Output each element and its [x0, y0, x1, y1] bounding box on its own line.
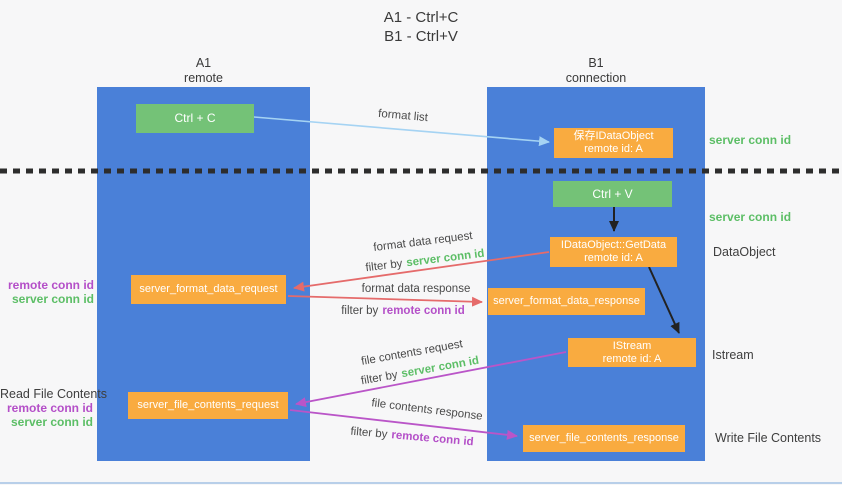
node-idataobject-getdata-line1: IDataObject::GetData: [560, 239, 667, 251]
node-server-format-data-response-label: server_format_data_response: [493, 295, 640, 307]
edge-label-format-data-response: format data response: [361, 283, 471, 295]
node-idataobject-getdata: IDataObject::GetData remote id: A: [550, 237, 677, 267]
filter-key-remote-conn-id: remote conn id: [382, 305, 465, 317]
node-istream-line1: IStream: [612, 339, 652, 352]
lane-header-a1: A1 remote: [97, 56, 310, 86]
diagram-title: A1 - Ctrl+C B1 - Ctrl+V: [0, 8, 842, 46]
lane-a1-name: A1: [195, 56, 212, 70]
node-save-idataobject: 保存IDataObject remote id: A: [554, 128, 673, 158]
annotation-block-format-request: remote conn id server conn id: [0, 278, 94, 306]
node-server-format-data-response: server_format_data_response: [488, 288, 645, 315]
filter-key-server-conn-id: server conn id: [405, 247, 486, 270]
lane-b1-role: connection: [565, 71, 627, 85]
annotation-server-conn-id-mid: server conn id: [709, 210, 792, 224]
lane-header-b1: B1 connection: [487, 56, 705, 86]
node-ctrl-c: Ctrl + C: [136, 104, 254, 133]
node-istream: IStream remote id: A: [568, 338, 696, 367]
annotation-dataobject: DataObject: [713, 245, 776, 259]
filter-key-remote-conn-id: remote conn id: [390, 429, 475, 449]
node-server-file-contents-response: server_file_contents_response: [523, 425, 685, 452]
edge-label-format-list: format list: [377, 107, 429, 125]
filter-by-text: filter by: [360, 369, 399, 388]
node-server-file-contents-response-label: server_file_contents_response: [529, 432, 679, 444]
annotation-server-conn-id-left-top: server conn id: [11, 292, 94, 306]
lane-b1-name: B1: [588, 56, 604, 70]
window-bottom-edge: [0, 482, 842, 484]
annotation-server-conn-id-top: server conn id: [709, 133, 792, 147]
node-server-format-data-request-label: server_format_data_request: [139, 283, 278, 295]
filter-by-text: filter by: [364, 257, 404, 275]
annotation-remote-conn-id-top: remote conn id: [7, 278, 94, 292]
annotation-block-file-request: Read File Contents remote conn id server…: [0, 387, 108, 429]
title-line-2: B1 - Ctrl+V: [384, 28, 458, 45]
annotation-istream: Istream: [712, 348, 754, 362]
node-server-format-data-request: server_format_data_request: [131, 275, 286, 304]
node-istream-line2: remote id: A: [602, 352, 662, 365]
node-ctrl-v: Ctrl + V: [553, 181, 672, 207]
arrow-format-data-response: [287, 295, 483, 307]
annotation-server-conn-id-left-bottom: server conn id: [10, 415, 93, 429]
filter-by-text: filter by: [349, 425, 388, 441]
node-ctrl-c-label: Ctrl + C: [174, 111, 216, 125]
node-ctrl-v-label: Ctrl + V: [592, 186, 633, 201]
node-server-file-contents-request: server_file_contents_request: [128, 392, 288, 419]
filter-by-text: filter by: [341, 305, 379, 317]
edge-label-file-contents-response: file contents response: [370, 397, 484, 423]
annotation-remote-conn-id-bottom: remote conn id: [6, 401, 93, 415]
title-line-1: A1 - Ctrl+C: [383, 9, 459, 26]
annotation-read-file-contents: Read File Contents: [0, 387, 108, 401]
node-save-idataobject-line2: remote id: A: [584, 143, 643, 155]
annotation-write-file-contents: Write File Contents: [715, 431, 822, 445]
node-idataobject-getdata-line2: remote id: A: [584, 252, 643, 264]
node-save-idataobject-line1: 保存IDataObject: [573, 130, 654, 142]
lane-a1-role: remote: [184, 71, 223, 85]
node-server-file-contents-request-label: server_file_contents_request: [137, 399, 279, 411]
